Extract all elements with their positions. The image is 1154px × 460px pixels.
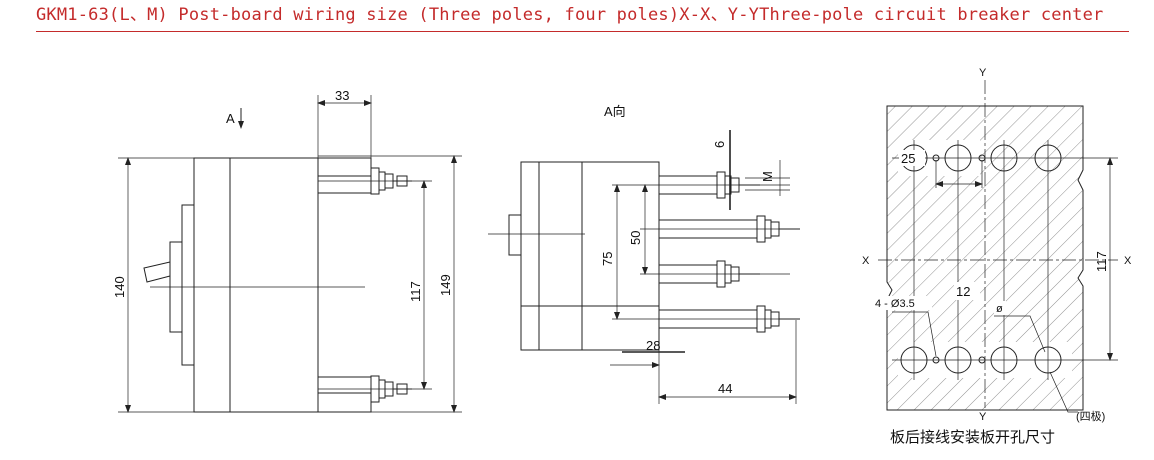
side-view: 33 140 117 149 A bbox=[112, 88, 462, 413]
dim-44-label: 44 bbox=[718, 381, 732, 396]
panel-caption: 板后接线安装板开孔尺寸 bbox=[890, 428, 1055, 446]
a-view-title: A向 bbox=[604, 104, 626, 119]
dim-75-label: 75 bbox=[600, 252, 615, 266]
y-axis-bottom-label: Y bbox=[979, 411, 987, 423]
dim-25-label: 25 bbox=[901, 151, 915, 166]
diameter-note: ø bbox=[996, 303, 1003, 315]
a-view-body bbox=[520, 161, 660, 351]
dim-m-label: M bbox=[760, 171, 775, 182]
handle-lever bbox=[143, 261, 171, 283]
dim-149-label: 149 bbox=[438, 274, 453, 296]
dim-50-label: 50 bbox=[628, 231, 643, 245]
dim-33-label: 33 bbox=[335, 88, 349, 103]
dim-140-label: 140 bbox=[112, 276, 127, 298]
four-pole-note: (四极) bbox=[1076, 409, 1105, 423]
y-axis-top-label: Y bbox=[979, 67, 987, 79]
dim-117-label: 117 bbox=[408, 281, 423, 302]
dim-6-label: 6 bbox=[712, 141, 727, 148]
page-title: GKM1-63(L、M) Post-board wiring size (Thr… bbox=[36, 5, 1104, 25]
a-view: A向 bbox=[488, 104, 800, 404]
hole-size-note: 4 - Ø3.5 bbox=[875, 298, 915, 310]
dim-28-label: 28 bbox=[646, 338, 660, 353]
x-axis-left-label: X bbox=[862, 255, 870, 267]
dim-117-panel-label: 117 bbox=[1094, 251, 1109, 272]
title-underline bbox=[36, 31, 1129, 32]
view-arrow-label: A bbox=[226, 111, 235, 126]
x-axis-right-label: X bbox=[1124, 255, 1132, 267]
breaker-front-step bbox=[181, 204, 195, 366]
panel-cutout-view: Y Y X X 25 12 bbox=[862, 67, 1132, 446]
dim-12-label: 12 bbox=[956, 284, 970, 299]
breaker-body bbox=[193, 157, 319, 413]
